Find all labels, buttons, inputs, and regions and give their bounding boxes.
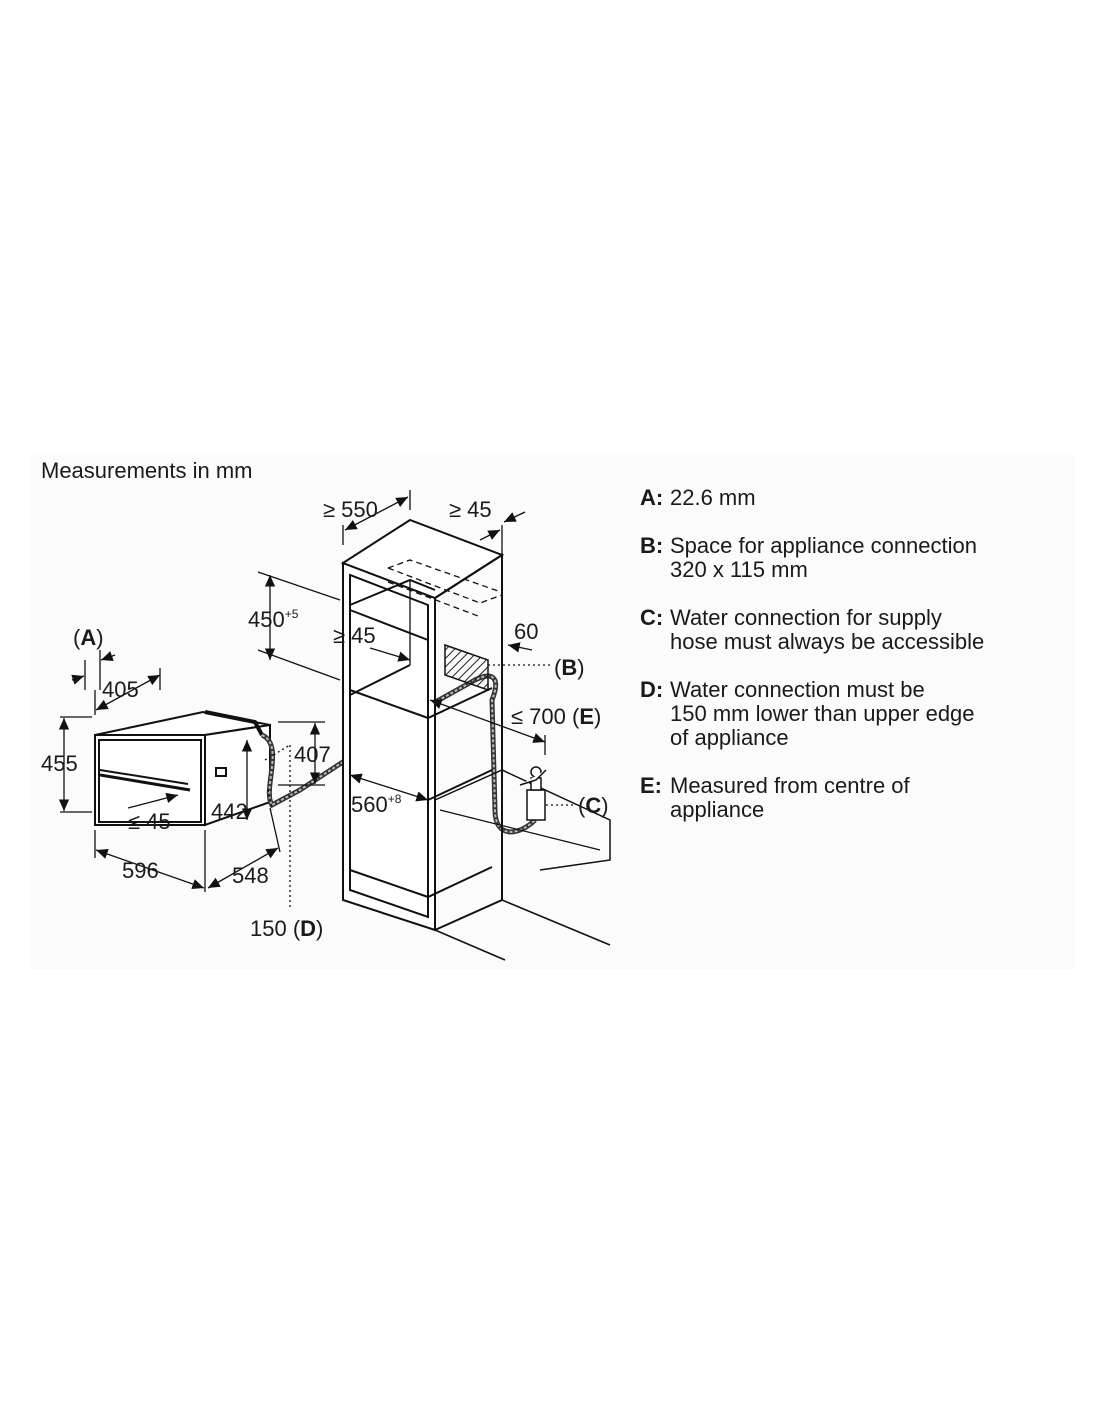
dim-c-label: (C): [578, 793, 609, 818]
legend-text: Water connection must be 150 mm lower th…: [670, 677, 975, 750]
dim-niche-height-value: 450: [248, 607, 285, 632]
dim-c-key: C: [585, 793, 601, 818]
legend-text: Water connection for supply hose must al…: [670, 605, 985, 654]
dim-a-close: ): [96, 625, 103, 650]
dim-e-key: E: [579, 704, 594, 729]
dim-d-close: ): [316, 916, 323, 941]
dim-407: 407: [294, 742, 331, 767]
dim-e-value: ≤ 700 (: [511, 704, 580, 729]
connection-space: [444, 643, 489, 692]
cabinet: [340, 518, 611, 961]
legend-text: Measured from centre of appliance: [670, 773, 910, 822]
dim-596: 596: [122, 858, 159, 883]
legend-text: Space for appliance connection 320 x 115…: [670, 533, 977, 582]
dim-niche-depth-tol: +8: [388, 792, 402, 806]
legend-text: 22.6 mm: [670, 485, 756, 510]
dim-niche-height-tol: +5: [285, 607, 299, 621]
water-tap-icon: [519, 766, 547, 821]
dim-a-key: A: [80, 625, 96, 650]
dim-c-close: ): [601, 793, 608, 818]
legend-item-b: B: Space for appliance connection 320 x …: [640, 534, 1080, 582]
dim-niche-depth: 560+8: [351, 792, 402, 817]
supply-hose: [260, 673, 537, 835]
dim-d-value: 150 (: [250, 916, 301, 941]
dim-a-label: (A): [73, 625, 104, 650]
legend-key: D:: [640, 677, 664, 702]
dim-niche-width: ≥ 550: [323, 497, 378, 522]
cabinet-dimensions: [257, 490, 575, 806]
page-title: Measurements in mm: [41, 458, 253, 483]
dim-b-open: (: [554, 655, 562, 680]
dim-niche-height: 450+5: [248, 607, 299, 632]
legend-key: C:: [640, 605, 664, 630]
dim-b-close: ): [577, 655, 584, 680]
legend-item-c: C: Water connection for supply hose must…: [640, 606, 1080, 654]
dim-top-gap: ≥ 45: [449, 497, 492, 522]
appliance-dimensions: [58, 650, 325, 910]
appliance: [94, 710, 271, 827]
dim-b-label: (B): [554, 655, 585, 680]
dim-e-label: ≤ 700 (E): [511, 704, 601, 729]
dim-d-label: 150 (D): [250, 916, 323, 941]
dim-442: 442: [211, 799, 248, 824]
legend-item-d: D: Water connection must be 150 mm lower…: [640, 678, 1080, 750]
legend-key: B:: [640, 533, 664, 558]
dim-405: 405: [102, 677, 139, 702]
dim-niche-depth-value: 560: [351, 792, 388, 817]
dim-548: 548: [232, 863, 269, 888]
legend-key: E:: [640, 773, 662, 798]
legend-item-e: E: Measured from centre of appliance: [640, 774, 1080, 822]
dim-max-45-front: ≤ 45: [128, 809, 171, 834]
dim-60: 60: [514, 619, 538, 644]
dim-d-key: D: [300, 916, 316, 941]
legend-key: A:: [640, 485, 664, 510]
dim-455: 455: [41, 751, 78, 776]
dim-a-open: (: [73, 625, 81, 650]
legend-item-a: A: 22.6 mm: [640, 486, 1080, 510]
dim-e-close: ): [594, 704, 601, 729]
dim-inner-gap: ≥ 45: [333, 623, 376, 648]
dim-c-open: (: [578, 793, 586, 818]
dim-b-key: B: [561, 655, 577, 680]
legend: A: 22.6 mm B: Space for appliance connec…: [640, 486, 1080, 846]
